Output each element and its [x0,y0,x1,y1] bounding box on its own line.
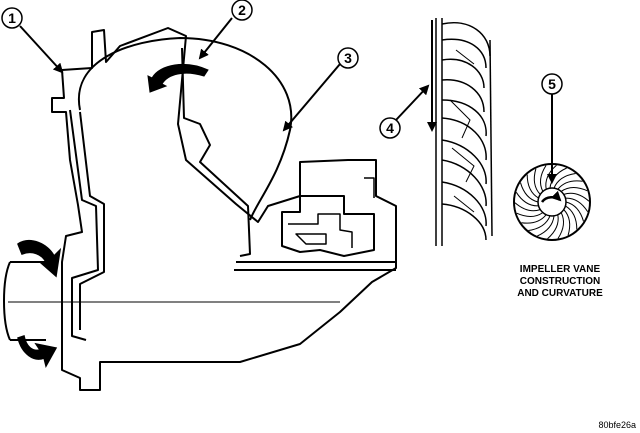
vane-strip-curves [441,22,491,241]
caption-line-2: CONSTRUCTION [520,276,601,287]
callout-1-label: 1 [8,10,16,26]
impeller-rotation-arrow-icon [540,190,562,203]
impeller-vane [563,192,590,202]
impeller-vane [515,192,539,207]
callout-4: 4 [379,117,401,139]
stator-detail [288,177,375,248]
impeller-vane [565,201,584,222]
callout-5: 5 [541,73,563,95]
impeller-vane [514,202,541,212]
impeller-vane [537,215,555,237]
inner-wall-left-2 [79,111,105,330]
callout-markers: 1 2 3 4 5 [1,0,563,139]
fluid-flow-arrow-icon [147,64,209,93]
callout-2-label: 2 [238,2,246,18]
vane-strip-shading [449,49,475,213]
impeller-vanes [514,164,590,240]
impeller-vane [565,197,589,212]
rotation-arrow-top-icon [17,240,62,278]
impeller-vane [560,187,588,192]
caption-line-1: IMPELLER VANE [520,264,601,275]
leader-1 [19,25,64,74]
impeller-caption: IMPELLER VANE CONSTRUCTION AND CURVATURE [517,264,603,299]
inner-wall-left [69,109,99,341]
impeller-vane [528,215,551,231]
impeller-vane [520,182,539,203]
callout-2: 2 [231,0,253,21]
callout-5-label: 5 [548,76,556,92]
impeller-vane [565,205,578,230]
hub-body [234,261,396,271]
input-shaft [3,261,46,341]
callout-4-label: 4 [386,120,394,136]
vane-strip-outer [489,39,493,237]
figure-id: 80bfe26a [598,420,636,430]
turbine-shell [181,47,251,257]
impeller-vane [526,174,539,199]
rotation-arrow-bottom-icon [17,335,58,369]
shaft-rotation-arrows [17,240,62,369]
impeller-vane [557,180,583,190]
converter-cross-section [3,27,397,391]
impeller-vane [539,165,547,192]
caption-line-3: AND CURVATURE [517,288,603,299]
leader-4 [395,84,430,121]
callout-3: 3 [337,47,359,69]
callout-leaders [19,17,557,184]
impeller-vane-strip [435,18,493,246]
impeller-vane [516,212,544,217]
leader-3 [282,63,341,132]
impeller-vane [533,168,541,195]
impeller-vane [557,212,565,239]
impeller-vane [547,214,559,240]
callout-1: 1 [1,7,23,29]
impeller-vane [553,173,576,189]
converter-cover [51,27,397,391]
impeller-vane [563,209,571,236]
torus-bowl [77,37,293,221]
leader-2 [198,17,233,60]
impeller-vane [521,214,547,224]
stator-block [281,195,375,257]
callout-3-label: 3 [344,50,352,66]
